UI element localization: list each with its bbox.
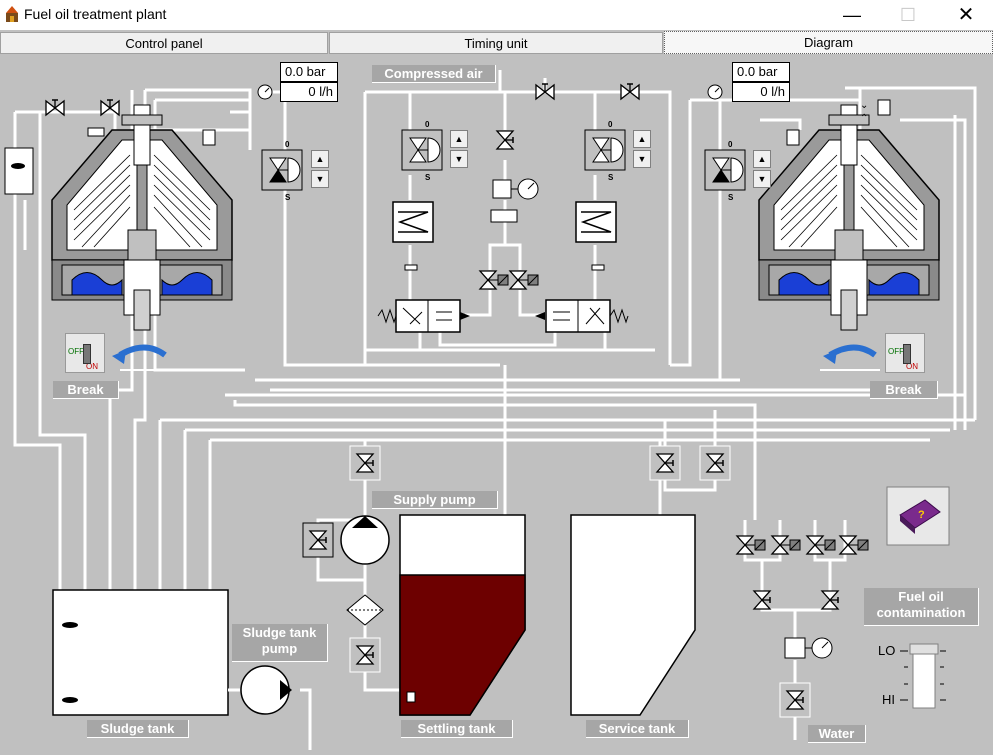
pilot-valve-air-right[interactable] — [584, 129, 626, 171]
pilot-left-zero-mark: 0 — [285, 140, 290, 149]
supply-pump[interactable] — [340, 515, 390, 565]
right-flow-readout: 0 l/h — [732, 82, 790, 102]
check-valve-2 — [821, 590, 839, 610]
help-book-icon[interactable]: ? — [886, 486, 950, 546]
pilot-valve-air-left[interactable] — [401, 129, 443, 171]
strainer — [346, 594, 384, 626]
pump-bypass-valve[interactable] — [302, 522, 334, 558]
service-tank — [570, 514, 696, 716]
pipe-network — [13, 70, 977, 750]
water-valve[interactable] — [779, 682, 811, 718]
right-pressure-readout: 0.0 bar — [732, 62, 790, 82]
pilot-left-down-button[interactable]: ▼ — [311, 170, 329, 188]
pilot-right-down-button[interactable]: ▼ — [753, 170, 771, 188]
service-valve-1[interactable] — [649, 445, 681, 481]
toggle-left-off-label: OFF — [68, 347, 84, 356]
toggle-right-off-label: OFF — [888, 347, 904, 356]
air-left-down-button[interactable]: ▼ — [450, 150, 468, 168]
air-left-zero-mark: 0 — [425, 120, 430, 129]
level-switch-left — [4, 147, 34, 195]
pilot-left-s-mark: S — [285, 193, 291, 202]
break-arrow-left-icon — [112, 344, 175, 371]
heat-exchanger-left — [392, 201, 434, 243]
solenoid-valve-air-2[interactable] — [509, 270, 539, 290]
control-valve-left — [377, 299, 470, 333]
service-tank-label: Service tank — [586, 720, 689, 738]
break-toggle-right[interactable]: OFF ON — [885, 333, 925, 373]
fuel-oil-contamination-label: Fuel oil contamination — [864, 588, 979, 626]
pilot-right-up-button[interactable]: ▲ — [753, 150, 771, 168]
settling-tank-label: Settling tank — [401, 720, 513, 738]
pilot-valve-left[interactable] — [261, 149, 303, 191]
app-icon — [6, 6, 18, 22]
pilot-right-s-mark: S — [728, 193, 734, 202]
drain-valve-3[interactable] — [806, 535, 836, 555]
sludge-tank-pump[interactable] — [240, 665, 292, 715]
toggle-left-lever — [83, 344, 91, 364]
settling-outlet-valve[interactable] — [349, 637, 381, 673]
air-right-s-mark: S — [608, 173, 614, 182]
check-valve-1 — [753, 590, 771, 610]
settling-tank — [399, 514, 526, 716]
solenoid-valve-air-1[interactable] — [479, 270, 509, 290]
air-valve-top-2[interactable] — [620, 83, 640, 100]
left-pressure-readout: 0.0 bar — [280, 62, 338, 82]
contamination-indicator — [900, 643, 946, 709]
air-valve-center[interactable] — [496, 130, 514, 150]
break-arrow-right-icon — [820, 344, 880, 371]
title-bar: Fuel oil treatment plant — ☐ ✕ — [0, 0, 993, 30]
drain-valve-1[interactable] — [736, 535, 766, 555]
up-arrow-icon: ⌄ — [860, 100, 868, 111]
toggle-left-on-label: ON — [86, 362, 98, 371]
down-arrow-icon: ⌃ — [860, 113, 868, 124]
pilot-left-up-button[interactable]: ▲ — [311, 150, 329, 168]
maximize-button[interactable]: ☐ — [899, 5, 917, 25]
supply-inlet-valve[interactable] — [349, 445, 381, 481]
tab-timing-unit[interactable]: Timing unit — [329, 32, 663, 54]
sludge-tank — [52, 589, 229, 716]
contamination-lo-label: LO — [878, 643, 896, 658]
heat-exchanger-right — [575, 201, 617, 243]
air-pressure-gauge — [517, 178, 539, 200]
window-title: Fuel oil treatment plant — [24, 6, 167, 22]
close-button[interactable]: ✕ — [957, 4, 975, 26]
break-label-left: Break — [53, 381, 119, 399]
supply-pump-label: Supply pump — [372, 491, 498, 509]
air-left-s-mark: S — [425, 173, 431, 182]
air-right-up-button[interactable]: ▲ — [633, 130, 651, 148]
break-label-right: Break — [870, 381, 938, 399]
tab-control-panel[interactable]: Control panel — [0, 32, 328, 54]
sludge-tank-pump-label: Sludge tank pump — [232, 624, 328, 662]
left-flow-readout: 0 l/h — [280, 82, 338, 102]
air-right-zero-mark: 0 — [608, 120, 613, 129]
compressed-air-label: Compressed air — [372, 65, 496, 83]
drain-valve-2[interactable] — [771, 535, 801, 555]
pilot-right-zero-mark: 0 — [728, 140, 733, 149]
air-valve-top-1[interactable] — [535, 83, 555, 100]
service-valve-2[interactable] — [699, 445, 731, 481]
contamination-hi-label: HI — [882, 692, 895, 707]
air-left-up-button[interactable]: ▲ — [450, 130, 468, 148]
water-label: Water — [808, 725, 866, 743]
toggle-right-lever — [903, 344, 911, 364]
process-diagram: ? ⌄ ⌃ — [4, 70, 977, 750]
control-valve-right — [535, 299, 629, 333]
gauge-right — [707, 84, 723, 100]
air-right-down-button[interactable]: ▼ — [633, 150, 651, 168]
toggle-right-on-label: ON — [906, 362, 918, 371]
minimize-button[interactable]: — — [843, 5, 861, 25]
break-toggle-left[interactable]: OFF ON — [65, 333, 105, 373]
water-pressure-gauge — [811, 637, 833, 659]
tab-diagram[interactable]: Diagram — [664, 31, 993, 54]
right-separator — [758, 104, 940, 331]
svg-text:?: ? — [918, 509, 925, 521]
gauge-left — [257, 84, 273, 100]
pilot-valve-right[interactable] — [704, 149, 746, 191]
sludge-tank-label: Sludge tank — [87, 720, 189, 738]
